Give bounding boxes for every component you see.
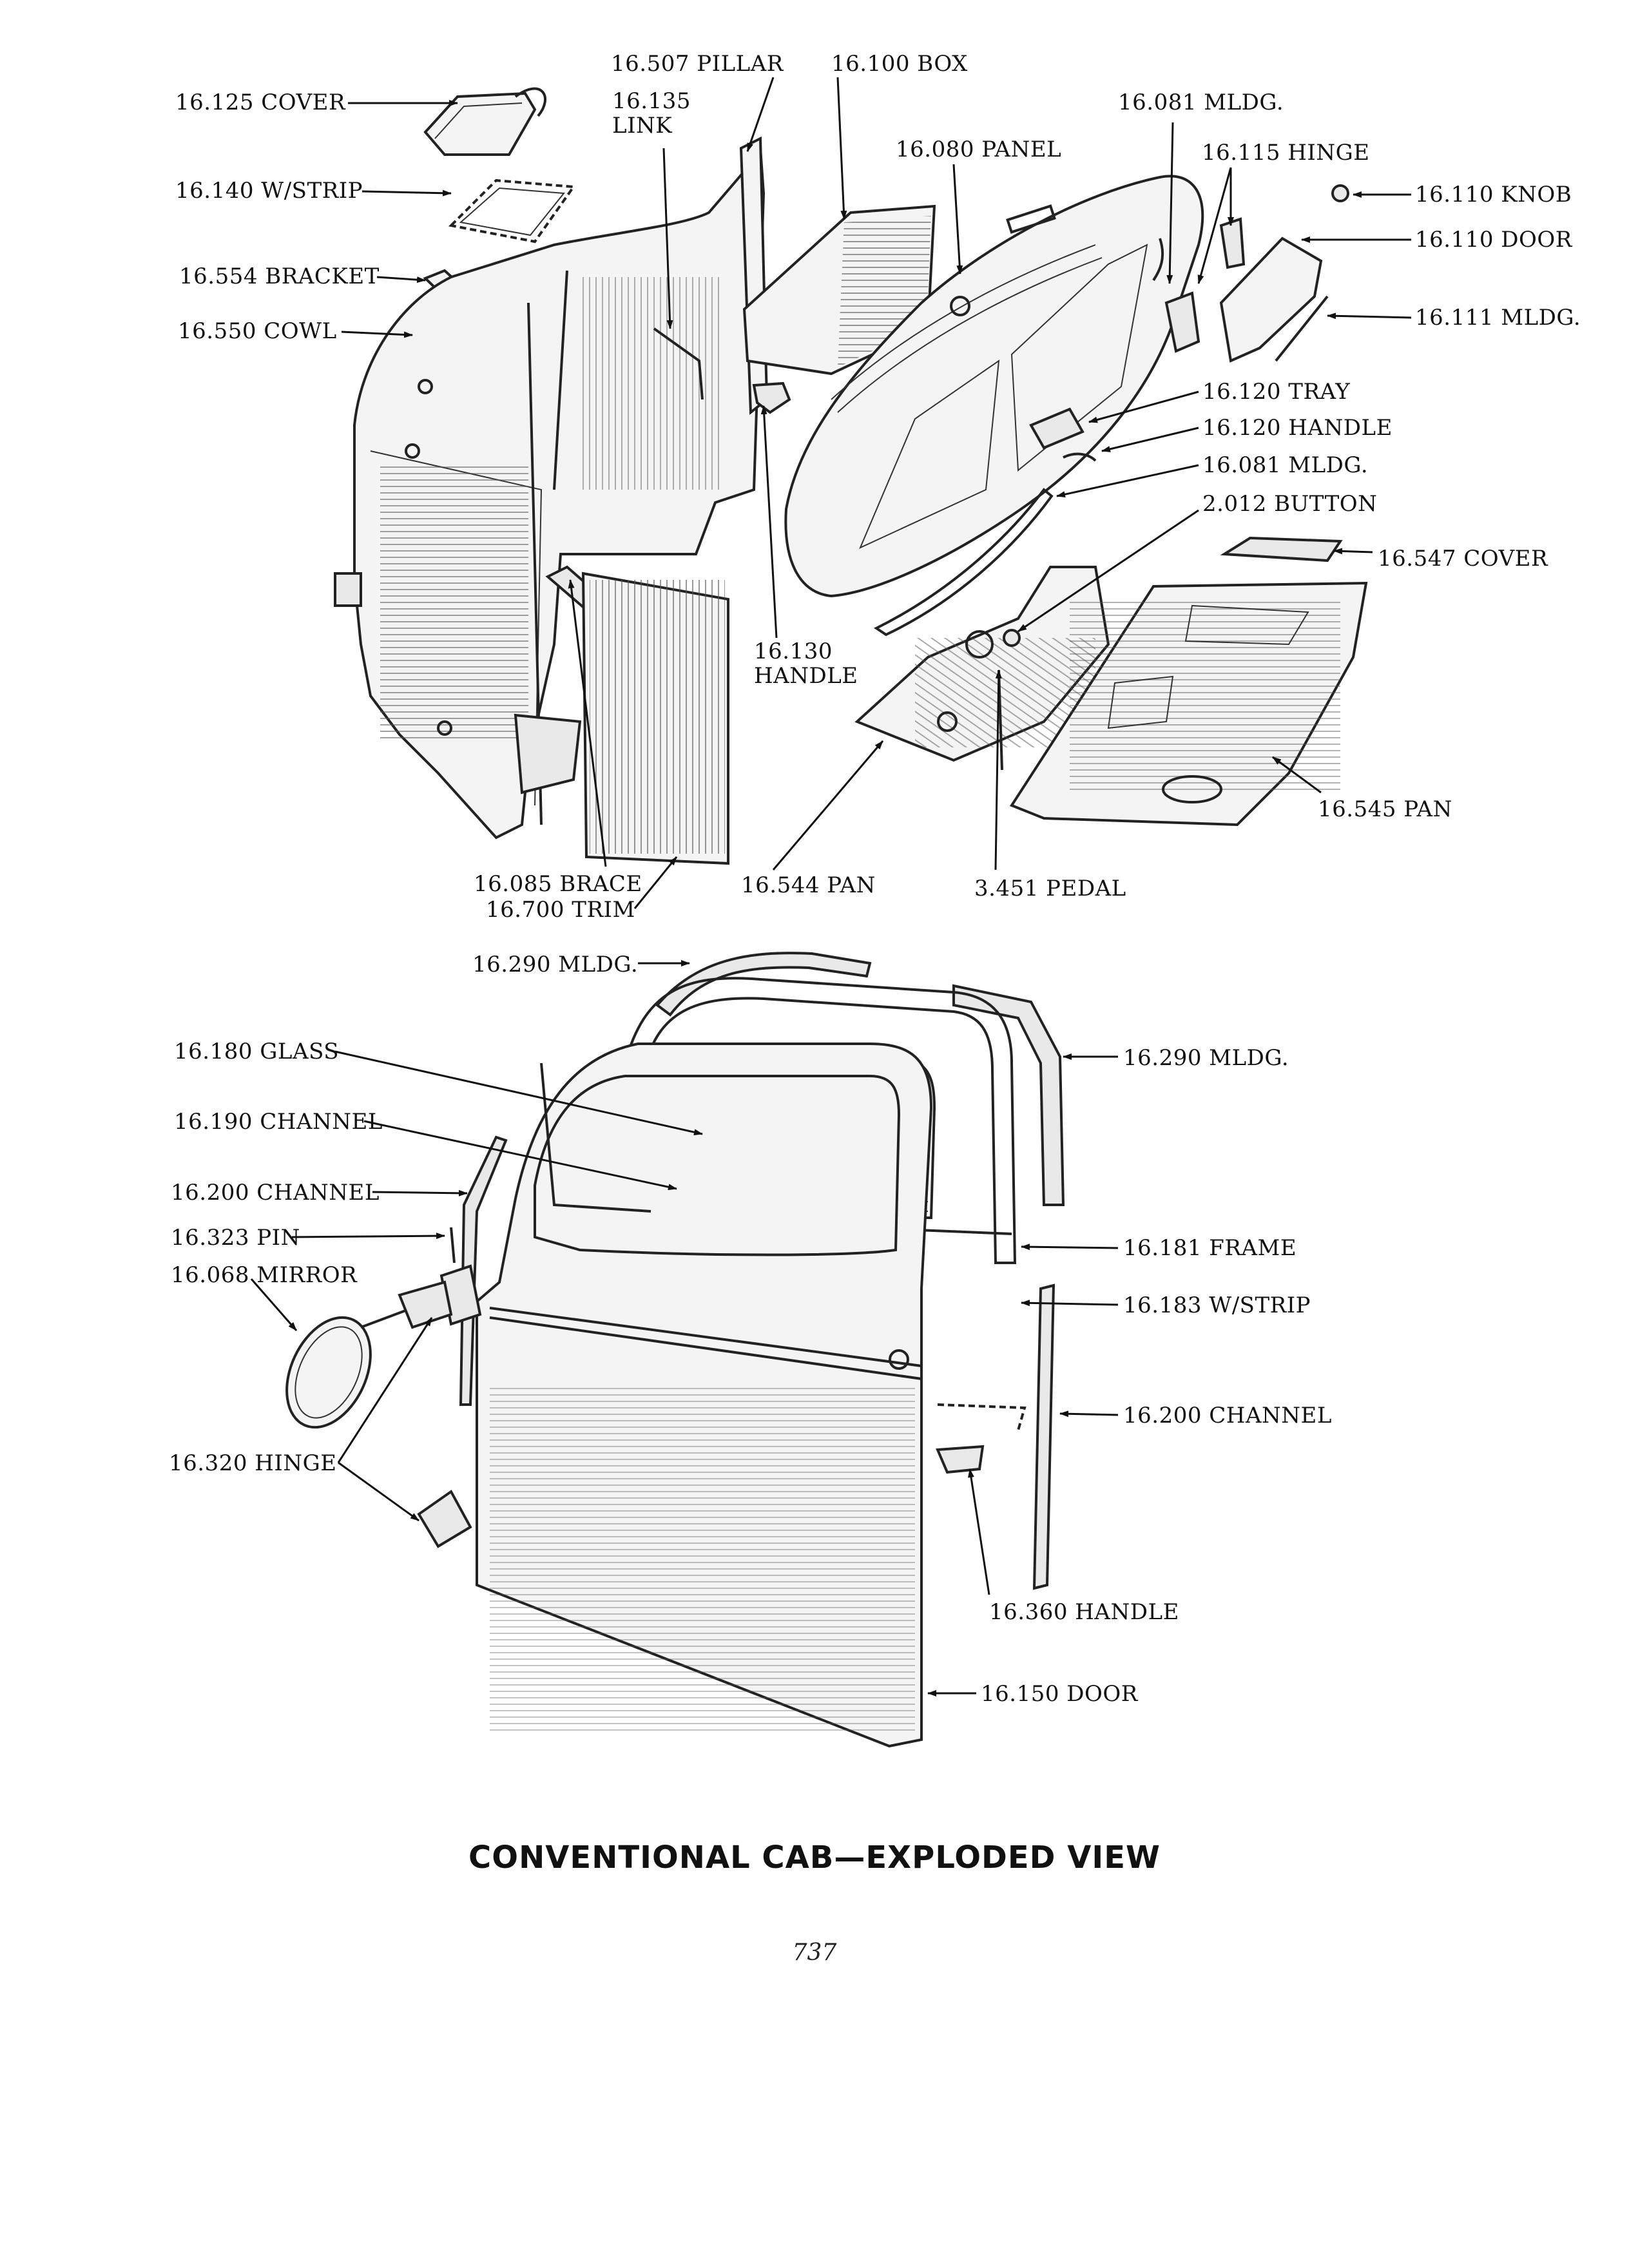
label-wstrip-16140: 16.140 W/STRIP (175, 178, 363, 204)
button-2012-part (1003, 629, 1021, 647)
label-pan-16544: 16.544 PAN (741, 872, 876, 898)
wstrip-16140-part (448, 178, 576, 244)
panel-16080-part (784, 175, 1204, 598)
label-channel-16200-left: 16.200 CHANNEL (171, 1180, 380, 1206)
label-pin-16323: 16.323 PIN (171, 1225, 300, 1251)
label-handle-16360: 16.360 HANDLE (989, 1599, 1179, 1625)
label-cover-16547: 16.547 COVER (1378, 546, 1548, 572)
knob-16110-part (1331, 184, 1349, 202)
label-frame-16181: 16.181 FRAME (1123, 1235, 1297, 1261)
label-channel-16200-right: 16.200 CHANNEL (1123, 1403, 1332, 1428)
cowl-16550-part (334, 144, 766, 840)
label-cover-16125: 16.125 COVER (175, 90, 346, 115)
cover-16547-part (1220, 536, 1343, 562)
label-hinge-16115: 16.115 HINGE (1202, 140, 1370, 166)
label-mldg-16290-right: 16.290 MLDG. (1123, 1045, 1289, 1071)
leader-lines (250, 77, 1412, 1696)
door-16150-part (476, 1043, 1027, 1748)
label-mirror-16068: 16.068 MIRROR (171, 1262, 358, 1288)
cover-16125-part (423, 87, 546, 156)
label-button-2012: 2.012 BUTTON (1202, 491, 1378, 517)
hinge-16115-part (1164, 291, 1200, 353)
label-channel-16190: 16.190 CHANNEL (174, 1109, 383, 1135)
label-link-16135: 16.135 LINK (612, 88, 691, 139)
mldg-16111-part (1275, 295, 1329, 362)
label-wstrip-16183: 16.183 W/STRIP (1123, 1293, 1311, 1318)
figure-caption: CONVENTIONAL CAB—EXPLODED VIEW (468, 1840, 1161, 1876)
label-tray-16120: 16.120 TRAY (1202, 379, 1351, 405)
label-trim-16700: 16.700 TRIM (486, 897, 635, 923)
label-pedal-3451: 3.451 PEDAL (974, 876, 1126, 901)
label-brace-16085: 16.085 BRACE (474, 871, 642, 897)
trim-16700-part (581, 572, 729, 865)
pin-16323-part (450, 1227, 456, 1264)
link-16135-part (653, 327, 704, 400)
box-16100-part (742, 204, 936, 376)
tray-16120-part (1029, 407, 1084, 450)
label-hinge-16320: 16.320 HINGE (169, 1450, 337, 1476)
label-pan-16545: 16.545 PAN (1318, 796, 1452, 822)
label-glass-16180: 16.180 GLASS (174, 1039, 340, 1064)
page-number: 737 (792, 1939, 837, 1966)
label-cowl-16550: 16.550 COWL (178, 318, 337, 344)
label-knob-16110: 16.110 KNOB (1415, 182, 1572, 207)
channel-16190-part (540, 1062, 651, 1213)
label-door-16110: 16.110 DOOR (1415, 227, 1572, 253)
label-mldg-16081-mid: 16.081 MLDG. (1202, 452, 1369, 478)
frame-16181-part (623, 977, 1017, 1264)
label-panel-16080: 16.080 PANEL (896, 137, 1062, 162)
label-mldg-16290-left: 16.290 MLDG. (472, 952, 639, 977)
mldg-16290-left-part (655, 952, 872, 1017)
mldg-16081-mid-part (874, 488, 1054, 637)
label-pillar-16507: 16.507 PILLAR (611, 51, 784, 77)
channel-16200-right-part (1032, 1283, 1055, 1590)
label-mldg-16111: 16.111 MLDG. (1415, 305, 1581, 331)
door-16110-part (1219, 236, 1323, 363)
mldg-16081-top-part (1152, 238, 1164, 282)
label-handle-16130: 16.130 HANDLE (754, 639, 858, 689)
label-door-16150: 16.150 DOOR (981, 1681, 1138, 1707)
mldg-16290-right-part (952, 984, 1065, 1206)
mirror-16068-part (285, 1280, 453, 1429)
label-handle-16120: 16.120 HANDLE (1202, 415, 1393, 441)
label-box-16100: 16.100 BOX (831, 51, 968, 77)
handle-16120-part (1063, 452, 1097, 462)
label-bracket-16554: 16.554 BRACKET (179, 264, 380, 289)
label-mldg-16081-top: 16.081 MLDG. (1118, 90, 1284, 115)
channel-16200-left-part (459, 1135, 508, 1406)
hinge-16320-lower-part (417, 1490, 472, 1548)
handle-16130-part (752, 381, 791, 414)
pan-16544-part (854, 566, 1110, 762)
